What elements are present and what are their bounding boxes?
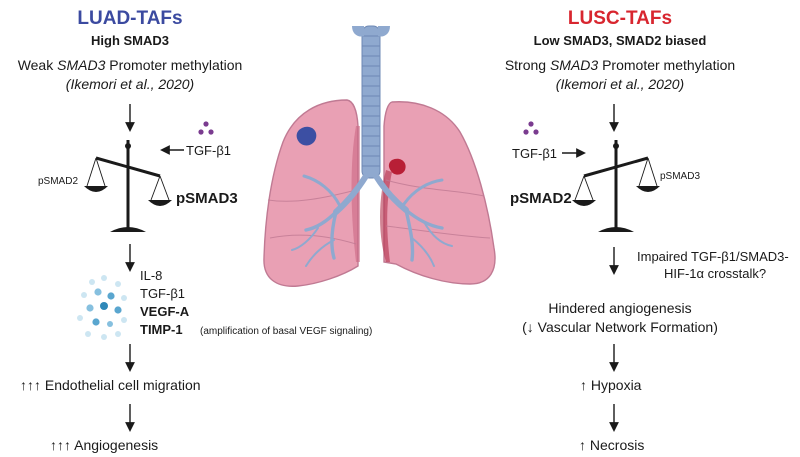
lusc-flow-arrows — [562, 104, 619, 432]
lusc-vascular: (↓ Vascular Network Formation) — [522, 319, 718, 335]
luad-psmad-big: pSMAD3 — [176, 190, 238, 207]
luad-factor-timp1: TIMP-1 — [140, 322, 183, 337]
lusc-hindered: Hindered angiogenesis — [548, 300, 692, 316]
luad-factor-tgfb1: TGF-β1 — [140, 286, 186, 301]
luad-methylation: Weak SMAD3 Promoter methylation — [17, 57, 243, 73]
lusc-crosstalk-line2: HIF-1α crosstalk? — [664, 266, 767, 281]
lusc-methylation: Strong SMAD3 Promoter methylation — [504, 57, 736, 73]
lusc-crosstalk-line1: Impaired TGF-β1/SMAD3- — [637, 249, 789, 264]
luad-angiogenesis: ↑↑↑ Angiogenesis — [50, 437, 159, 453]
lusc-psmad-big: pSMAD2 — [510, 190, 572, 207]
luad-flow-arrows — [125, 104, 184, 432]
luad-factor-il8: IL-8 — [140, 268, 163, 283]
luad-title: LUAD-TAFs — [77, 8, 183, 29]
luad-balance-scale-icon — [84, 140, 172, 232]
luad-subtitle: High SMAD3 — [91, 33, 169, 48]
lusc-psmad-small: pSMAD3 — [660, 171, 701, 182]
lusc-tumor-icon — [388, 158, 406, 175]
lusc-necrosis: ↑ Necrosis — [579, 437, 645, 453]
lusc-tgf-label: TGF-β1 — [512, 146, 558, 161]
lusc-ligand-icon — [523, 121, 539, 135]
luad-timp-note: (amplification of basal VEGF signaling) — [200, 326, 373, 337]
lusc-balance-scale-icon — [572, 140, 660, 232]
lungs-illustration-icon — [263, 25, 496, 287]
lusc-title: LUSC-TAFs — [567, 8, 673, 29]
lusc-citation: (Ikemori et al., 2020) — [555, 76, 685, 92]
luad-tgf-label: TGF-β1 — [186, 143, 232, 158]
lusc-subtitle: Low SMAD3, SMAD2 biased — [533, 33, 707, 48]
luad-vesicles-icon — [77, 275, 127, 340]
luad-ligand-icon — [198, 121, 214, 135]
luad-tumor-icon — [296, 126, 317, 146]
luad-citation: (Ikemori et al., 2020) — [65, 76, 195, 92]
luad-factor-vegfa: VEGF-A — [140, 304, 190, 319]
luad-psmad-small: pSMAD2 — [38, 176, 79, 187]
luad-migration: ↑↑↑ Endothelial cell migration — [20, 377, 201, 393]
lusc-hypoxia: ↑ Hypoxia — [580, 377, 642, 393]
right-lung — [383, 101, 496, 285]
